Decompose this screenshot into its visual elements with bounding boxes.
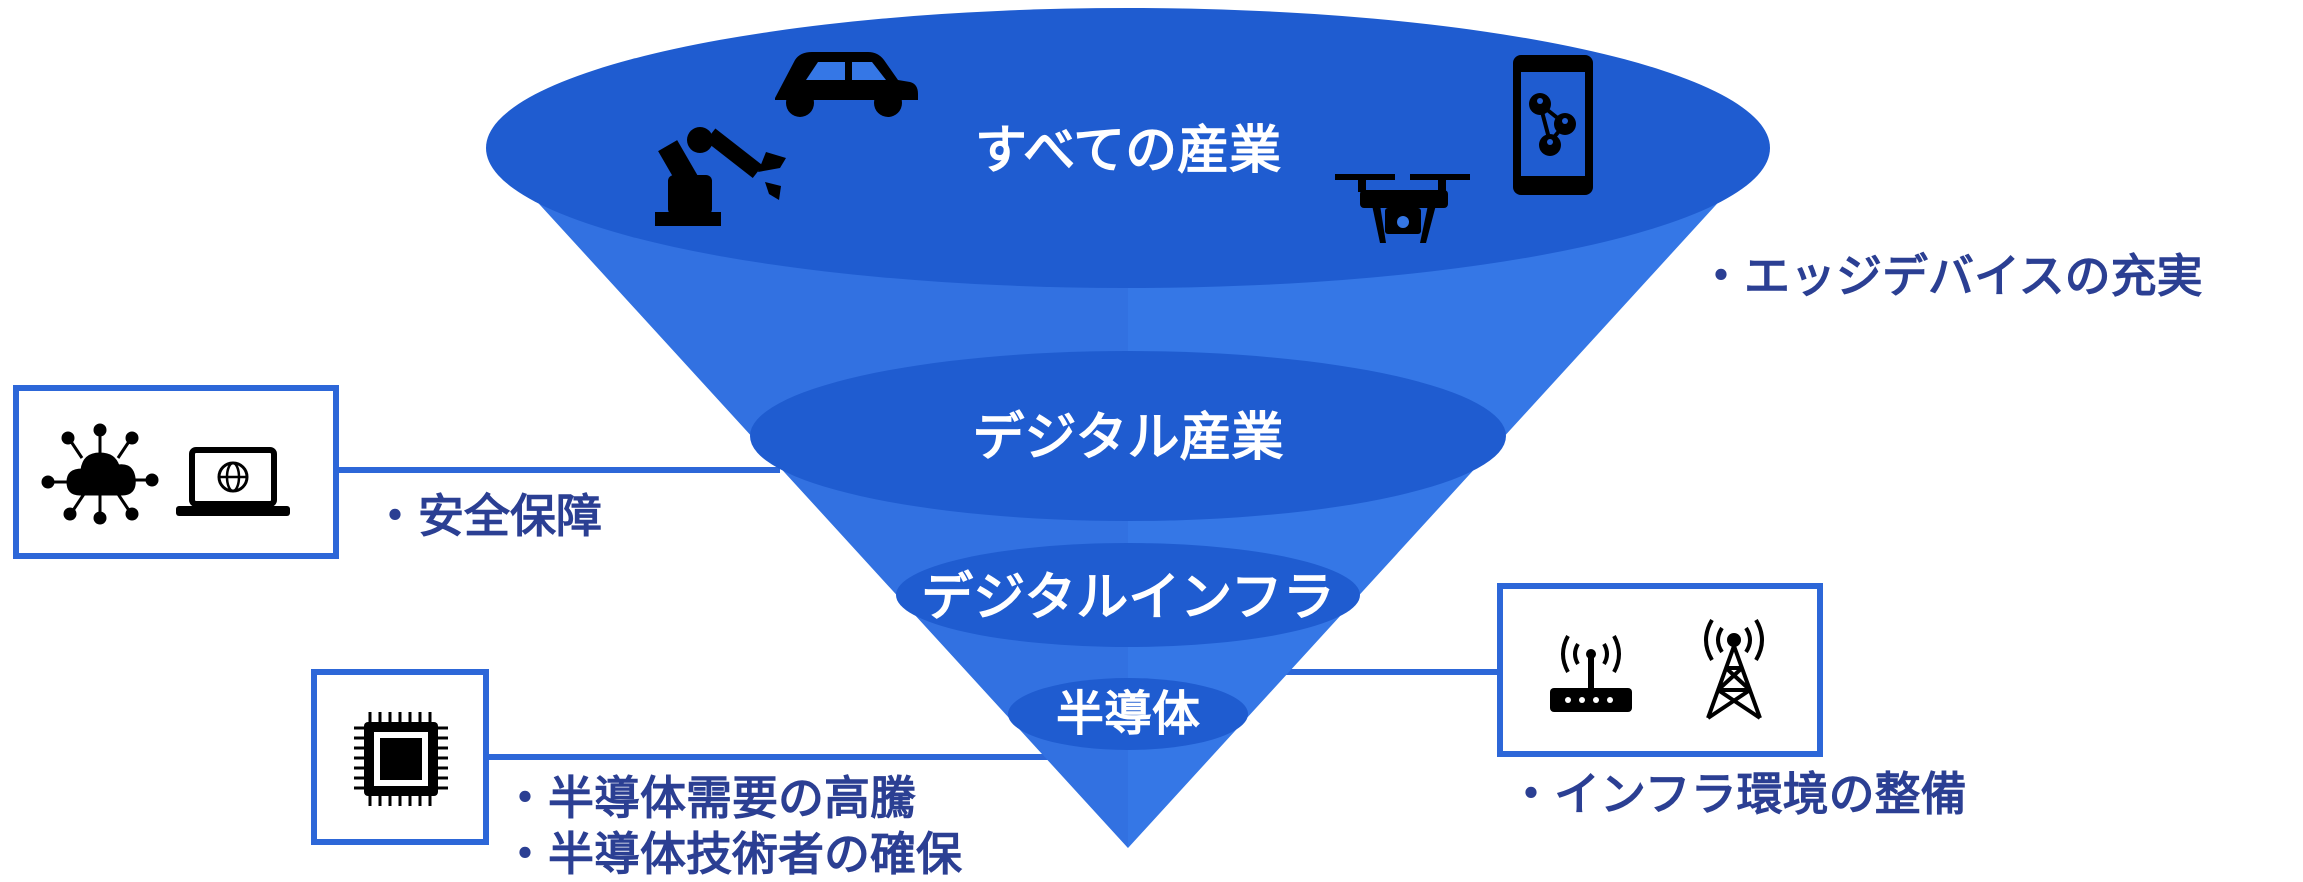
wifi-router-icon	[1550, 635, 1632, 712]
layer-digital-industry	[750, 351, 1506, 521]
callout-security: ・安全保障	[372, 489, 602, 543]
car-icon	[775, 52, 918, 117]
layer-label-digital-infra: デジタルインフラ	[921, 568, 1334, 628]
layer-label-digital-industry: デジタル産業	[973, 408, 1284, 468]
layer-label-all-industries: すべての産業	[975, 121, 1281, 181]
infra-box	[1497, 583, 1823, 757]
callout-edge-devices: ・エッジデバイスの充実	[1698, 249, 2203, 303]
layer-digital-infra	[896, 543, 1360, 647]
callout-semiconductor-engineers: ・半導体技術者の確保	[502, 827, 963, 881]
security-box	[13, 385, 339, 559]
funnel-cone-shade	[488, 148, 1128, 848]
cell-tower-icon	[1704, 618, 1764, 720]
laptop-globe-icon	[176, 447, 290, 516]
callout-infra-environment: ・インフラ環境の整備	[1508, 767, 1967, 821]
layer-semiconductor	[1008, 678, 1248, 750]
cloud-network-icon	[41, 423, 159, 525]
layer-label-semiconductor: 半導体	[1056, 686, 1200, 742]
chip-icon	[354, 712, 448, 806]
callout-semiconductor-demand: ・半導体需要の高騰	[502, 771, 917, 825]
drone-icon	[1335, 174, 1470, 243]
robot-arm-icon	[655, 127, 786, 226]
smartphone-network-icon	[1513, 55, 1593, 195]
